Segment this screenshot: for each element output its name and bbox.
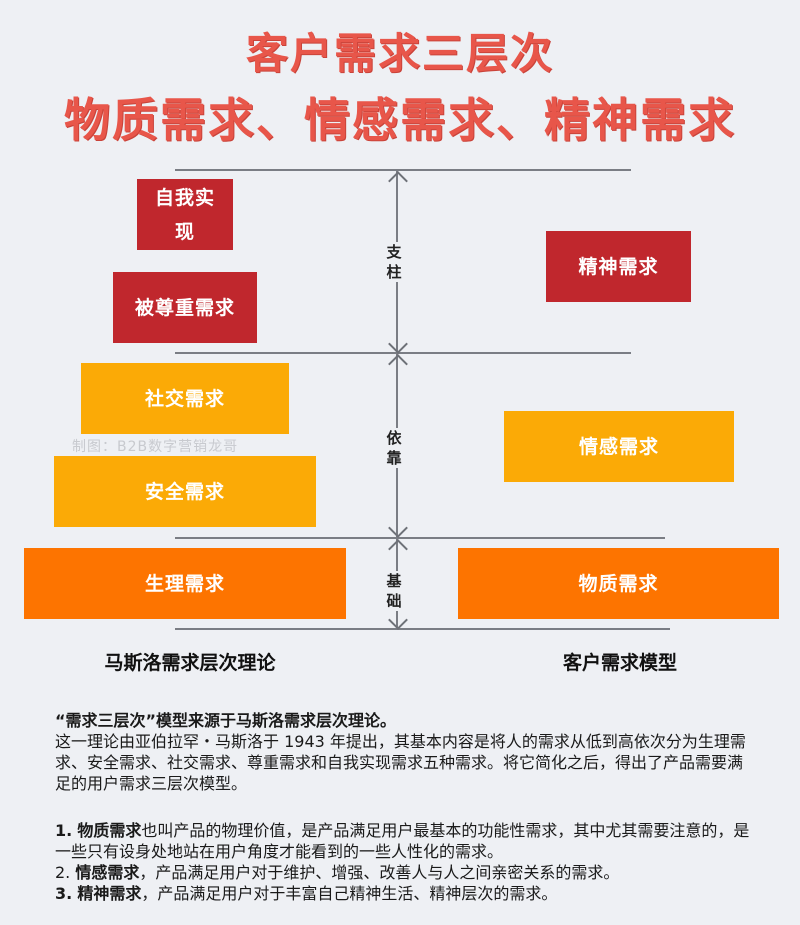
divider-bottom — [175, 628, 670, 630]
arrow-down-icon — [388, 610, 408, 630]
list-item: 1. 物质需求也叫产品的物理价值，是产品满足用户最基本的功能性需求，其中尤其需要… — [55, 821, 750, 861]
divider-lower — [175, 537, 665, 539]
divider-top — [175, 169, 631, 171]
subtitle: 物质需求、情感需求、精神需求 — [64, 93, 736, 147]
arrow-up-icon — [388, 354, 408, 374]
arrow-up-icon — [388, 539, 408, 559]
maslow-self-actualization: 自我实 现 — [137, 179, 233, 250]
description: “需求三层次”模型来源于马斯洛需求层次理论。 这一理论由亚伯拉罕・马斯洛于 19… — [55, 710, 755, 794]
arrow-down-icon — [388, 518, 408, 538]
axis-label-reliance: 依 靠 — [384, 428, 404, 468]
list-item: 3. 精神需求，产品满足用户对于丰富自己精神生活、精神层次的需求。 — [55, 884, 558, 903]
customer-model-caption: 客户需求模型 — [562, 652, 677, 674]
description-paragraph: 这一理论由亚伯拉罕・马斯洛于 1943 年提出，其基本内容是将人的需求从低到高依… — [55, 732, 746, 793]
customer-material-need: 物质需求 — [458, 548, 779, 619]
maslow-physiological: 生理需求 — [24, 548, 346, 619]
divider-upper — [175, 352, 631, 354]
description-heading: “需求三层次”模型来源于马斯洛需求层次理论。 — [55, 711, 397, 730]
axis-label-support: 支 柱 — [384, 242, 404, 282]
customer-spiritual-need: 精神需求 — [546, 231, 691, 302]
needs-list: 1. 物质需求也叫产品的物理价值，是产品满足用户最基本的功能性需求，其中尤其需要… — [55, 820, 755, 904]
arrow-up-icon — [388, 171, 408, 191]
maslow-safety: 安全需求 — [54, 456, 316, 527]
maslow-social: 社交需求 — [81, 363, 289, 434]
arrow-down-icon — [388, 334, 408, 354]
maslow-caption: 马斯洛需求层次理论 — [104, 652, 276, 674]
list-item: 2. 情感需求，产品满足用户对于维护、增强、改善人与人之间亲密关系的需求。 — [55, 863, 620, 882]
main-title: 客户需求三层次 — [245, 29, 554, 78]
watermark: 制图：B2B数字营销龙哥 — [72, 439, 239, 455]
customer-emotional-need: 情感需求 — [504, 411, 734, 482]
maslow-esteem: 被尊重需求 — [113, 272, 257, 343]
axis-label-foundation: 基 础 — [384, 571, 404, 611]
